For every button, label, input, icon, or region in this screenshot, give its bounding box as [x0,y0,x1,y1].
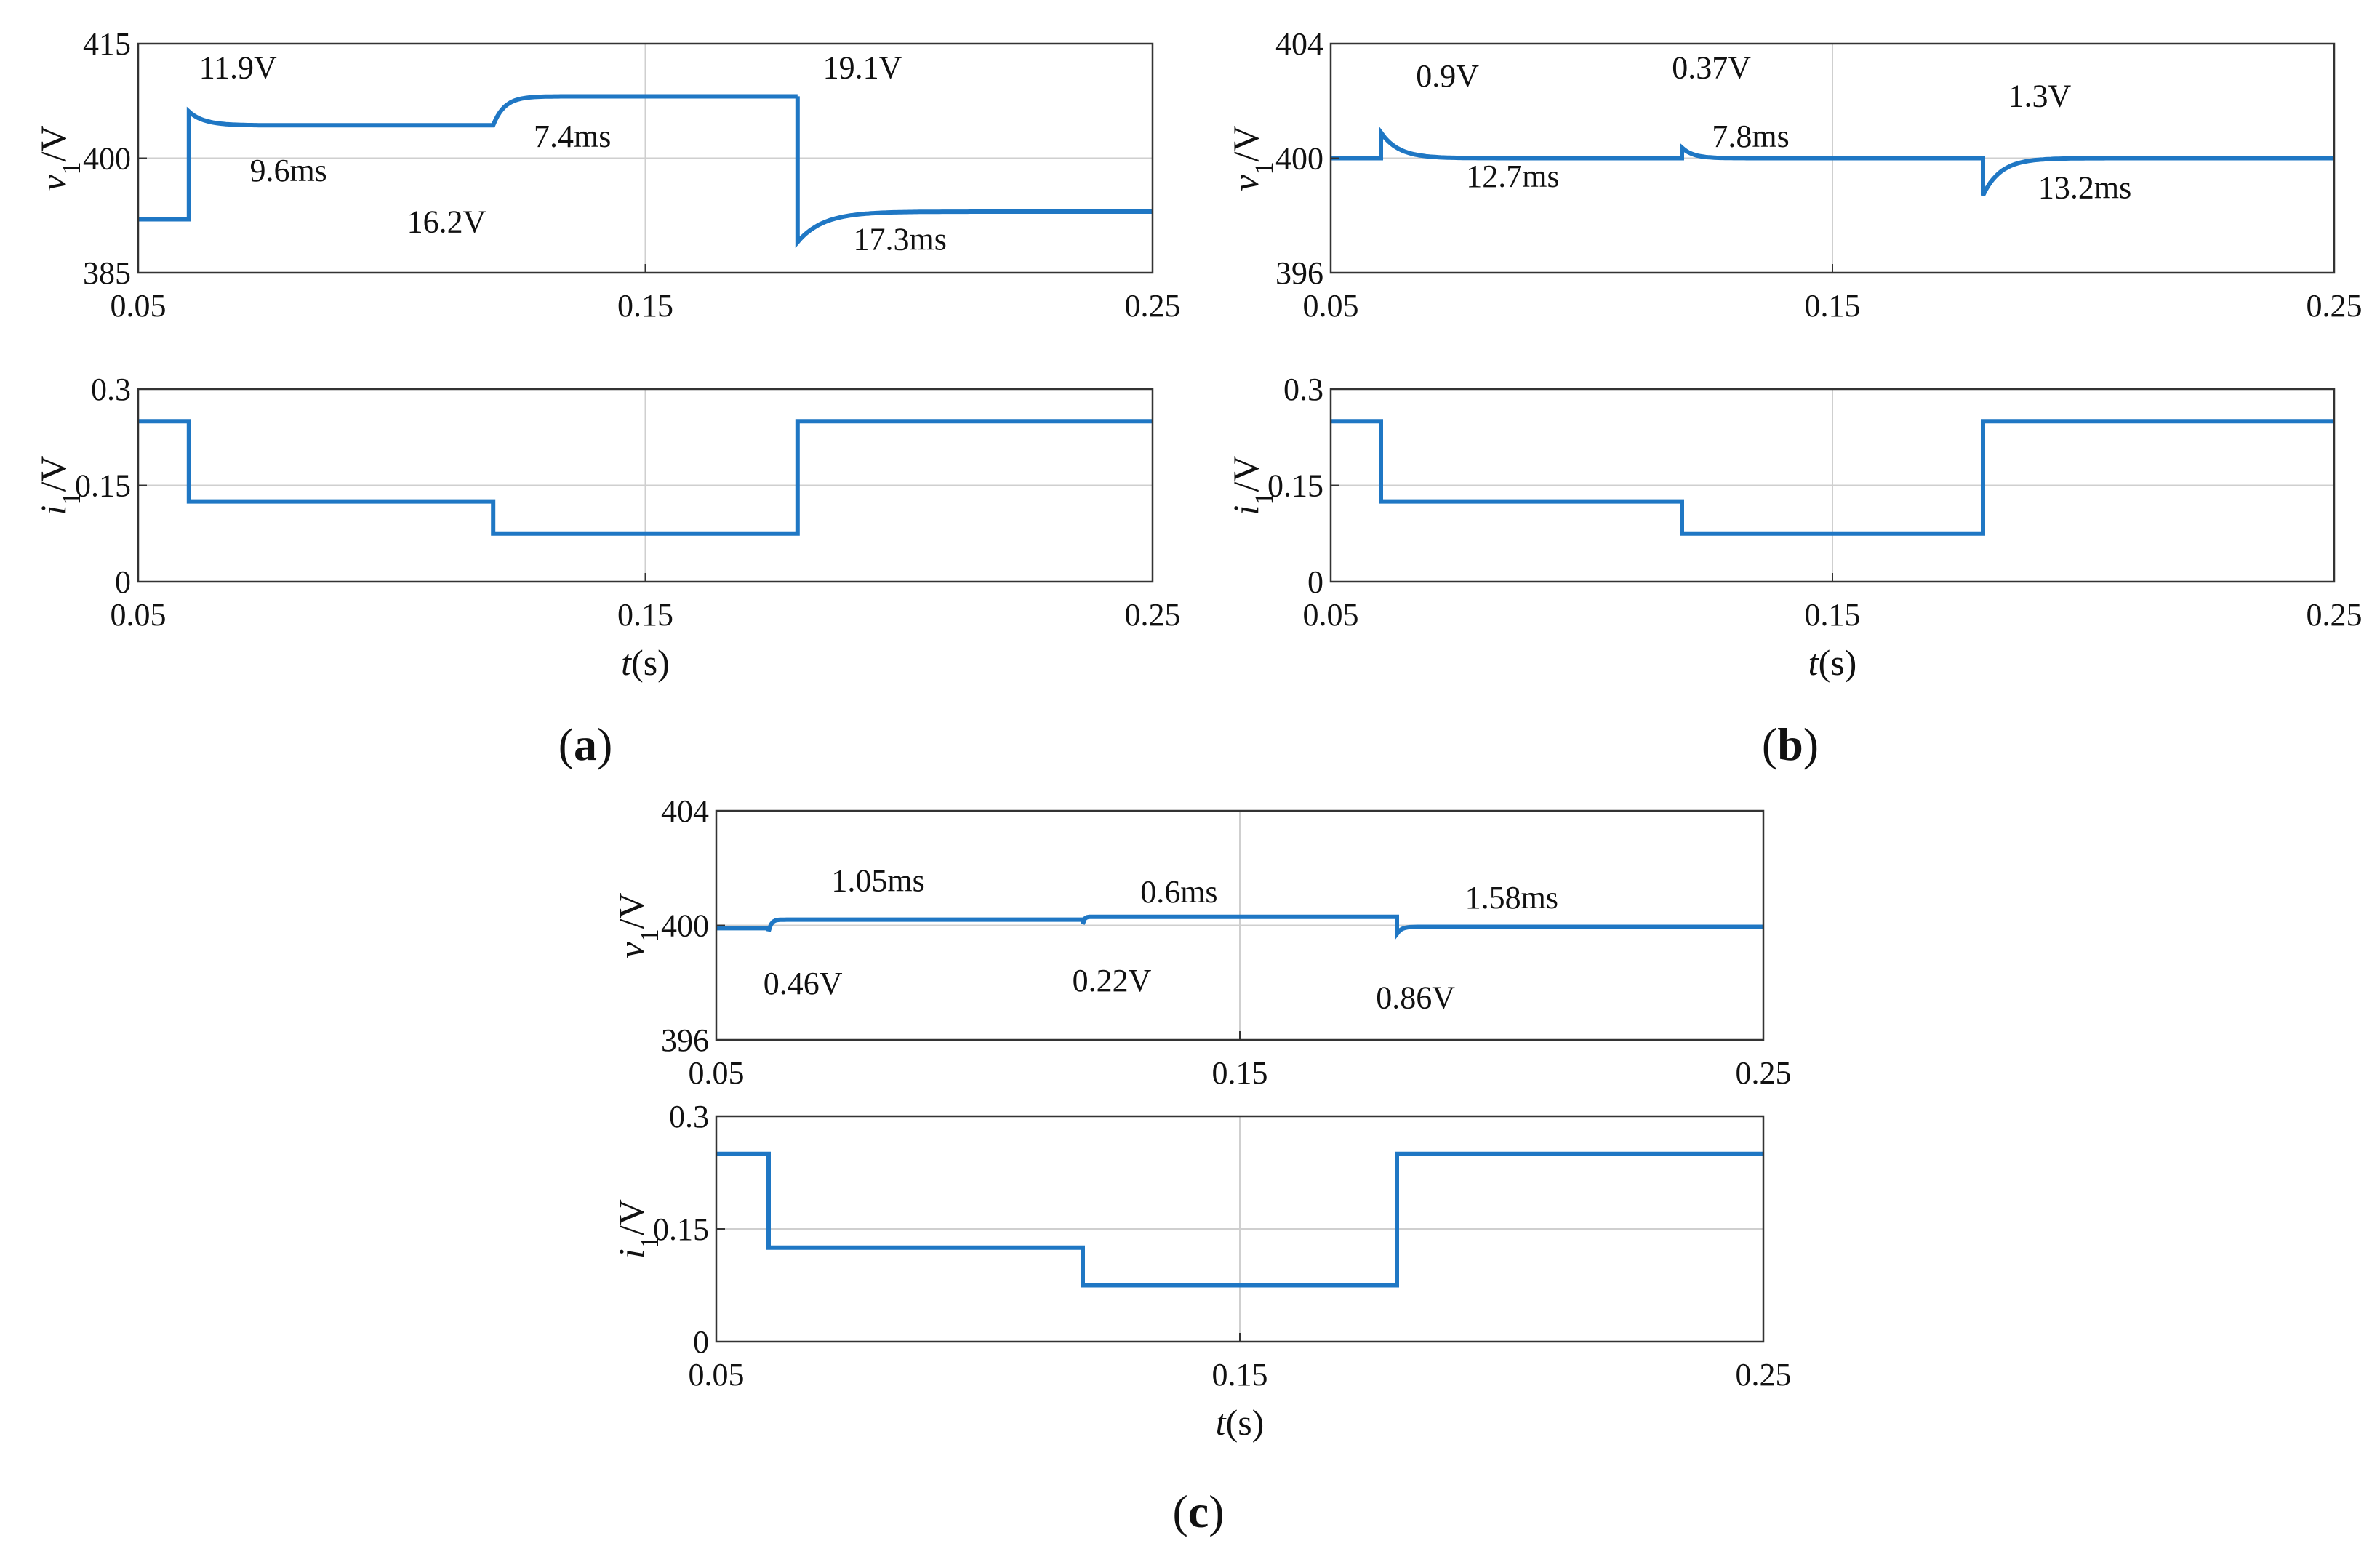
y-tick-label: 0.3 [669,1099,709,1134]
annotation-label: 17.3ms [853,222,946,257]
x-tick-label: 0.25 [2307,288,2363,324]
annotation-label: 0.46V [764,966,843,1001]
y-axis-label: i1/V [1225,456,1278,516]
annotation-label: 1.05ms [831,862,924,898]
x-tick-label: 0.15 [1805,288,1861,324]
chart-panel-a-voltage: 385 400 415 0.05 0.15 0.25 v1/V 11.9V 9.6ms 7.4ms… [33,26,1181,324]
x-tick-label: 0.25 [1125,597,1181,633]
x-tick-label: 0.05 [689,1055,745,1091]
annotation-label: 0.6ms [1140,874,1217,910]
annotation-label: 0.37V [1672,49,1751,85]
chart-panel-c-voltage: 396 400 404 0.05 0.15 0.25 v1/V 1.05ms 0.46V 0.6m… [611,793,1792,1091]
annotation-label: 7.4ms [534,119,611,154]
chart-panel-b-voltage: 396 400 404 0.05 0.15 0.25 v1/V 0.9V 12.7ms 0.37V… [1225,26,2363,324]
x-tick-label: 0.05 [1303,288,1359,324]
x-tick-label: 0.25 [1736,1055,1792,1091]
annotation-label: 13.2ms [2038,170,2131,206]
x-tick-label: 0.25 [1736,1357,1792,1393]
x-tick-label: 0.15 [617,288,673,324]
chart-panel-a-current: 0 0.15 0.3 0.05 0.15 0.25 i1/V t(s) [33,372,1181,683]
y-tick-label: 400 [83,141,131,177]
y-tick-label: 0 [693,1324,709,1360]
annotation-label: 1.58ms [1465,880,1558,916]
series-line [1331,419,2334,536]
series-line [1331,126,2334,197]
annotation-label: 7.8ms [1712,119,1789,154]
panel-caption-c: (c) [1172,1486,1224,1537]
y-tick-label: 396 [1275,255,1323,291]
x-tick-label: 0.05 [111,597,167,633]
x-tick-label: 0.15 [617,597,673,633]
annotation-label: 0.86V [1376,980,1455,1016]
annotation-label: 11.9V [199,49,277,85]
x-axis-label: t(s) [1216,1402,1265,1443]
x-tick-label: 0.15 [1212,1055,1268,1091]
panel-caption-a: (a) [558,718,613,770]
x-tick-label: 0.25 [2307,597,2363,633]
series-line [138,94,1153,249]
y-tick-label: 0.15 [653,1211,709,1247]
y-axis-label: i1/V [611,1199,664,1259]
y-tick-label: 0 [1307,564,1323,600]
series-line [716,914,1763,941]
x-tick-label: 0.25 [1125,288,1181,324]
chart-panel-c-current: 0 0.15 0.3 0.05 0.15 0.25 i1/V t(s) [611,1099,1792,1443]
x-tick-label: 0.05 [111,288,167,324]
annotation-label: 12.7ms [1466,159,1559,194]
y-axis-label: i1/V [33,456,86,516]
x-tick-label: 0.15 [1212,1357,1268,1393]
y-tick-label: 415 [83,26,131,62]
x-tick-label: 0.05 [689,1357,745,1393]
series-line [138,419,1153,536]
y-tick-label: 0.3 [1283,372,1323,407]
annotation-label: 9.6ms [249,153,326,188]
y-tick-label: 400 [1275,141,1323,177]
y-tick-label: 385 [83,255,131,291]
y-tick-label: 0.3 [91,372,131,407]
series-line [716,1151,1763,1288]
annotation-label: 0.22V [1073,963,1152,998]
panel-caption-b: (b) [1762,718,1819,770]
annotation-label: 19.1V [823,49,902,85]
y-tick-label: 0 [115,564,131,600]
y-tick-label: 400 [661,908,709,944]
x-tick-label: 0.05 [1303,597,1359,633]
annotation-label: 1.3V [2008,79,2072,114]
annotation-label: 16.2V [407,204,486,239]
y-axis-label: v1/V [33,125,86,191]
y-tick-label: 0.15 [1267,468,1323,504]
x-axis-label: t(s) [621,642,670,683]
y-axis-label: v1/V [1225,125,1278,191]
x-axis-label: t(s) [1808,642,1857,683]
y-axis-label: v1/V [611,892,664,958]
y-tick-label: 396 [661,1022,709,1058]
chart-panel-b-current: 0 0.15 0.3 0.05 0.15 0.25 i1/V t(s) [1225,372,2363,683]
annotation-label: 0.9V [1416,58,1479,94]
y-tick-label: 0.15 [75,468,131,504]
y-tick-label: 404 [1275,26,1323,62]
y-tick-label: 404 [661,793,709,829]
x-tick-label: 0.15 [1805,597,1861,633]
